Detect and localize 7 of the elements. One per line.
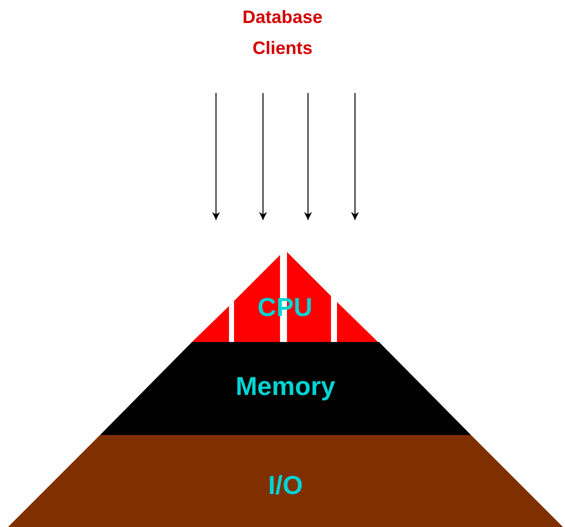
arrow [212, 92, 220, 220]
arrow [304, 92, 312, 220]
layer-label: I/O [268, 470, 303, 500]
layer-label: Memory [236, 371, 336, 402]
arrow [259, 92, 267, 220]
arrow [351, 92, 359, 220]
heading: Database Clients [241, 6, 324, 60]
